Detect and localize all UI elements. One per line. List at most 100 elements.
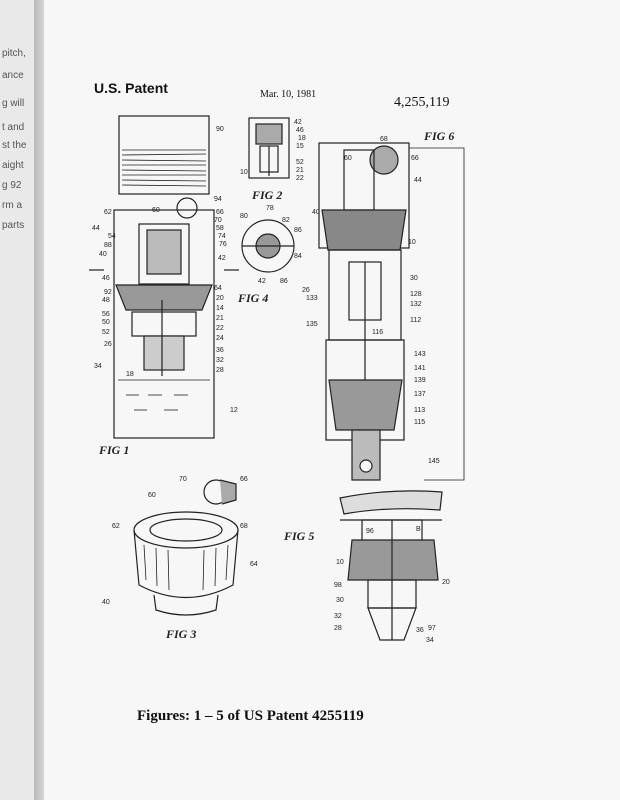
svg-text:32: 32: [334, 613, 342, 620]
svg-text:94: 94: [214, 196, 222, 203]
adjacent-page-edge: pitch, ance g will t and st the aight g …: [0, 0, 40, 800]
svg-text:66: 66: [216, 209, 224, 216]
svg-text:21: 21: [296, 167, 304, 174]
fig5-drawing: [339, 490, 443, 641]
svg-text:20: 20: [442, 579, 450, 586]
svg-text:128: 128: [410, 291, 422, 298]
svg-text:66: 66: [411, 155, 419, 162]
svg-text:143: 143: [414, 351, 426, 358]
left-page-text: rm a: [2, 200, 22, 211]
left-page-text: ance: [2, 70, 24, 81]
svg-text:74: 74: [218, 233, 226, 240]
svg-text:56: 56: [102, 311, 110, 318]
svg-text:50: 50: [102, 319, 110, 326]
svg-text:98: 98: [334, 582, 342, 589]
fig1-drawing: [89, 115, 239, 439]
svg-text:60: 60: [148, 492, 156, 499]
svg-text:46: 46: [296, 127, 304, 134]
svg-text:135: 135: [306, 321, 318, 328]
fig6-label: FIG 6: [423, 129, 454, 143]
fig1-label: FIG 1: [98, 443, 129, 457]
svg-text:40: 40: [99, 251, 107, 258]
svg-text:42: 42: [258, 278, 266, 285]
fig5-label: FIG 5: [283, 529, 314, 543]
left-page-text: pitch,: [2, 48, 26, 59]
svg-text:28: 28: [216, 367, 224, 374]
svg-text:64: 64: [214, 285, 222, 292]
svg-text:58: 58: [216, 225, 224, 232]
svg-text:12: 12: [230, 407, 238, 414]
svg-text:82: 82: [282, 217, 290, 224]
svg-text:68: 68: [240, 523, 248, 530]
svg-text:18: 18: [126, 371, 134, 378]
left-page-text: g 92: [2, 180, 22, 191]
fig4-drawing: [241, 219, 295, 273]
svg-text:62: 62: [112, 523, 120, 530]
svg-text:30: 30: [336, 597, 344, 604]
svg-text:48: 48: [102, 297, 110, 304]
svg-text:139: 139: [414, 377, 426, 384]
left-page-text: parts: [2, 220, 25, 231]
svg-text:24: 24: [216, 335, 224, 342]
svg-text:22: 22: [216, 325, 224, 332]
svg-text:42: 42: [294, 119, 302, 126]
svg-text:68: 68: [380, 136, 388, 143]
svg-text:30: 30: [410, 275, 418, 282]
svg-text:26: 26: [302, 287, 310, 294]
left-page-text: aight: [2, 160, 24, 171]
svg-text:60: 60: [152, 207, 160, 214]
svg-text:80: 80: [240, 213, 248, 220]
left-page-text: t and: [2, 122, 25, 133]
svg-text:54: 54: [108, 233, 116, 240]
svg-text:86: 86: [294, 227, 302, 234]
svg-text:64: 64: [250, 561, 258, 568]
fig3-drawing: [133, 479, 239, 616]
svg-text:133: 133: [306, 295, 318, 302]
svg-text:15: 15: [296, 143, 304, 150]
svg-text:70: 70: [214, 217, 222, 224]
svg-text:62: 62: [104, 209, 112, 216]
fig2-drawing: [248, 117, 290, 179]
svg-text:116: 116: [372, 329, 383, 336]
svg-text:28: 28: [334, 625, 342, 632]
svg-text:70: 70: [179, 476, 187, 483]
svg-text:86: 86: [280, 278, 288, 285]
svg-text:112: 112: [410, 317, 421, 324]
svg-text:40: 40: [312, 209, 320, 216]
svg-text:10: 10: [336, 559, 344, 566]
left-page-text: st the: [2, 140, 27, 151]
svg-text:34: 34: [426, 637, 434, 644]
patent-page: U.S. Patent Mar. 10, 1981 4,255,119: [44, 0, 620, 800]
patent-number: 4,255,119: [394, 95, 450, 110]
svg-text:B: B: [416, 526, 421, 533]
svg-text:115: 115: [414, 419, 425, 426]
svg-text:36: 36: [416, 627, 424, 634]
svg-text:18: 18: [298, 135, 306, 142]
svg-text:40: 40: [102, 599, 110, 606]
svg-text:66: 66: [240, 476, 248, 483]
svg-text:10: 10: [240, 169, 248, 176]
svg-text:52: 52: [296, 159, 304, 166]
svg-text:52: 52: [102, 329, 110, 336]
svg-text:76: 76: [219, 241, 227, 248]
svg-text:88: 88: [104, 242, 112, 249]
svg-text:46: 46: [102, 275, 110, 282]
svg-text:97: 97: [428, 625, 436, 632]
svg-text:84: 84: [294, 253, 302, 260]
svg-text:145: 145: [428, 458, 440, 465]
svg-text:22: 22: [296, 175, 304, 182]
svg-text:78: 78: [266, 205, 274, 212]
fig6-drawing: [318, 142, 465, 481]
svg-text:44: 44: [92, 225, 100, 232]
svg-text:90: 90: [216, 126, 224, 133]
svg-text:32: 32: [216, 357, 224, 364]
svg-text:26: 26: [104, 341, 112, 348]
svg-text:44: 44: [414, 177, 422, 184]
svg-text:132: 132: [410, 301, 422, 308]
left-page-text: g will: [2, 98, 25, 109]
svg-text:20: 20: [216, 295, 224, 302]
patent-header-label: U.S. Patent: [94, 80, 168, 96]
svg-text:141: 141: [414, 365, 426, 372]
patent-date: Mar. 10, 1981: [260, 89, 317, 100]
